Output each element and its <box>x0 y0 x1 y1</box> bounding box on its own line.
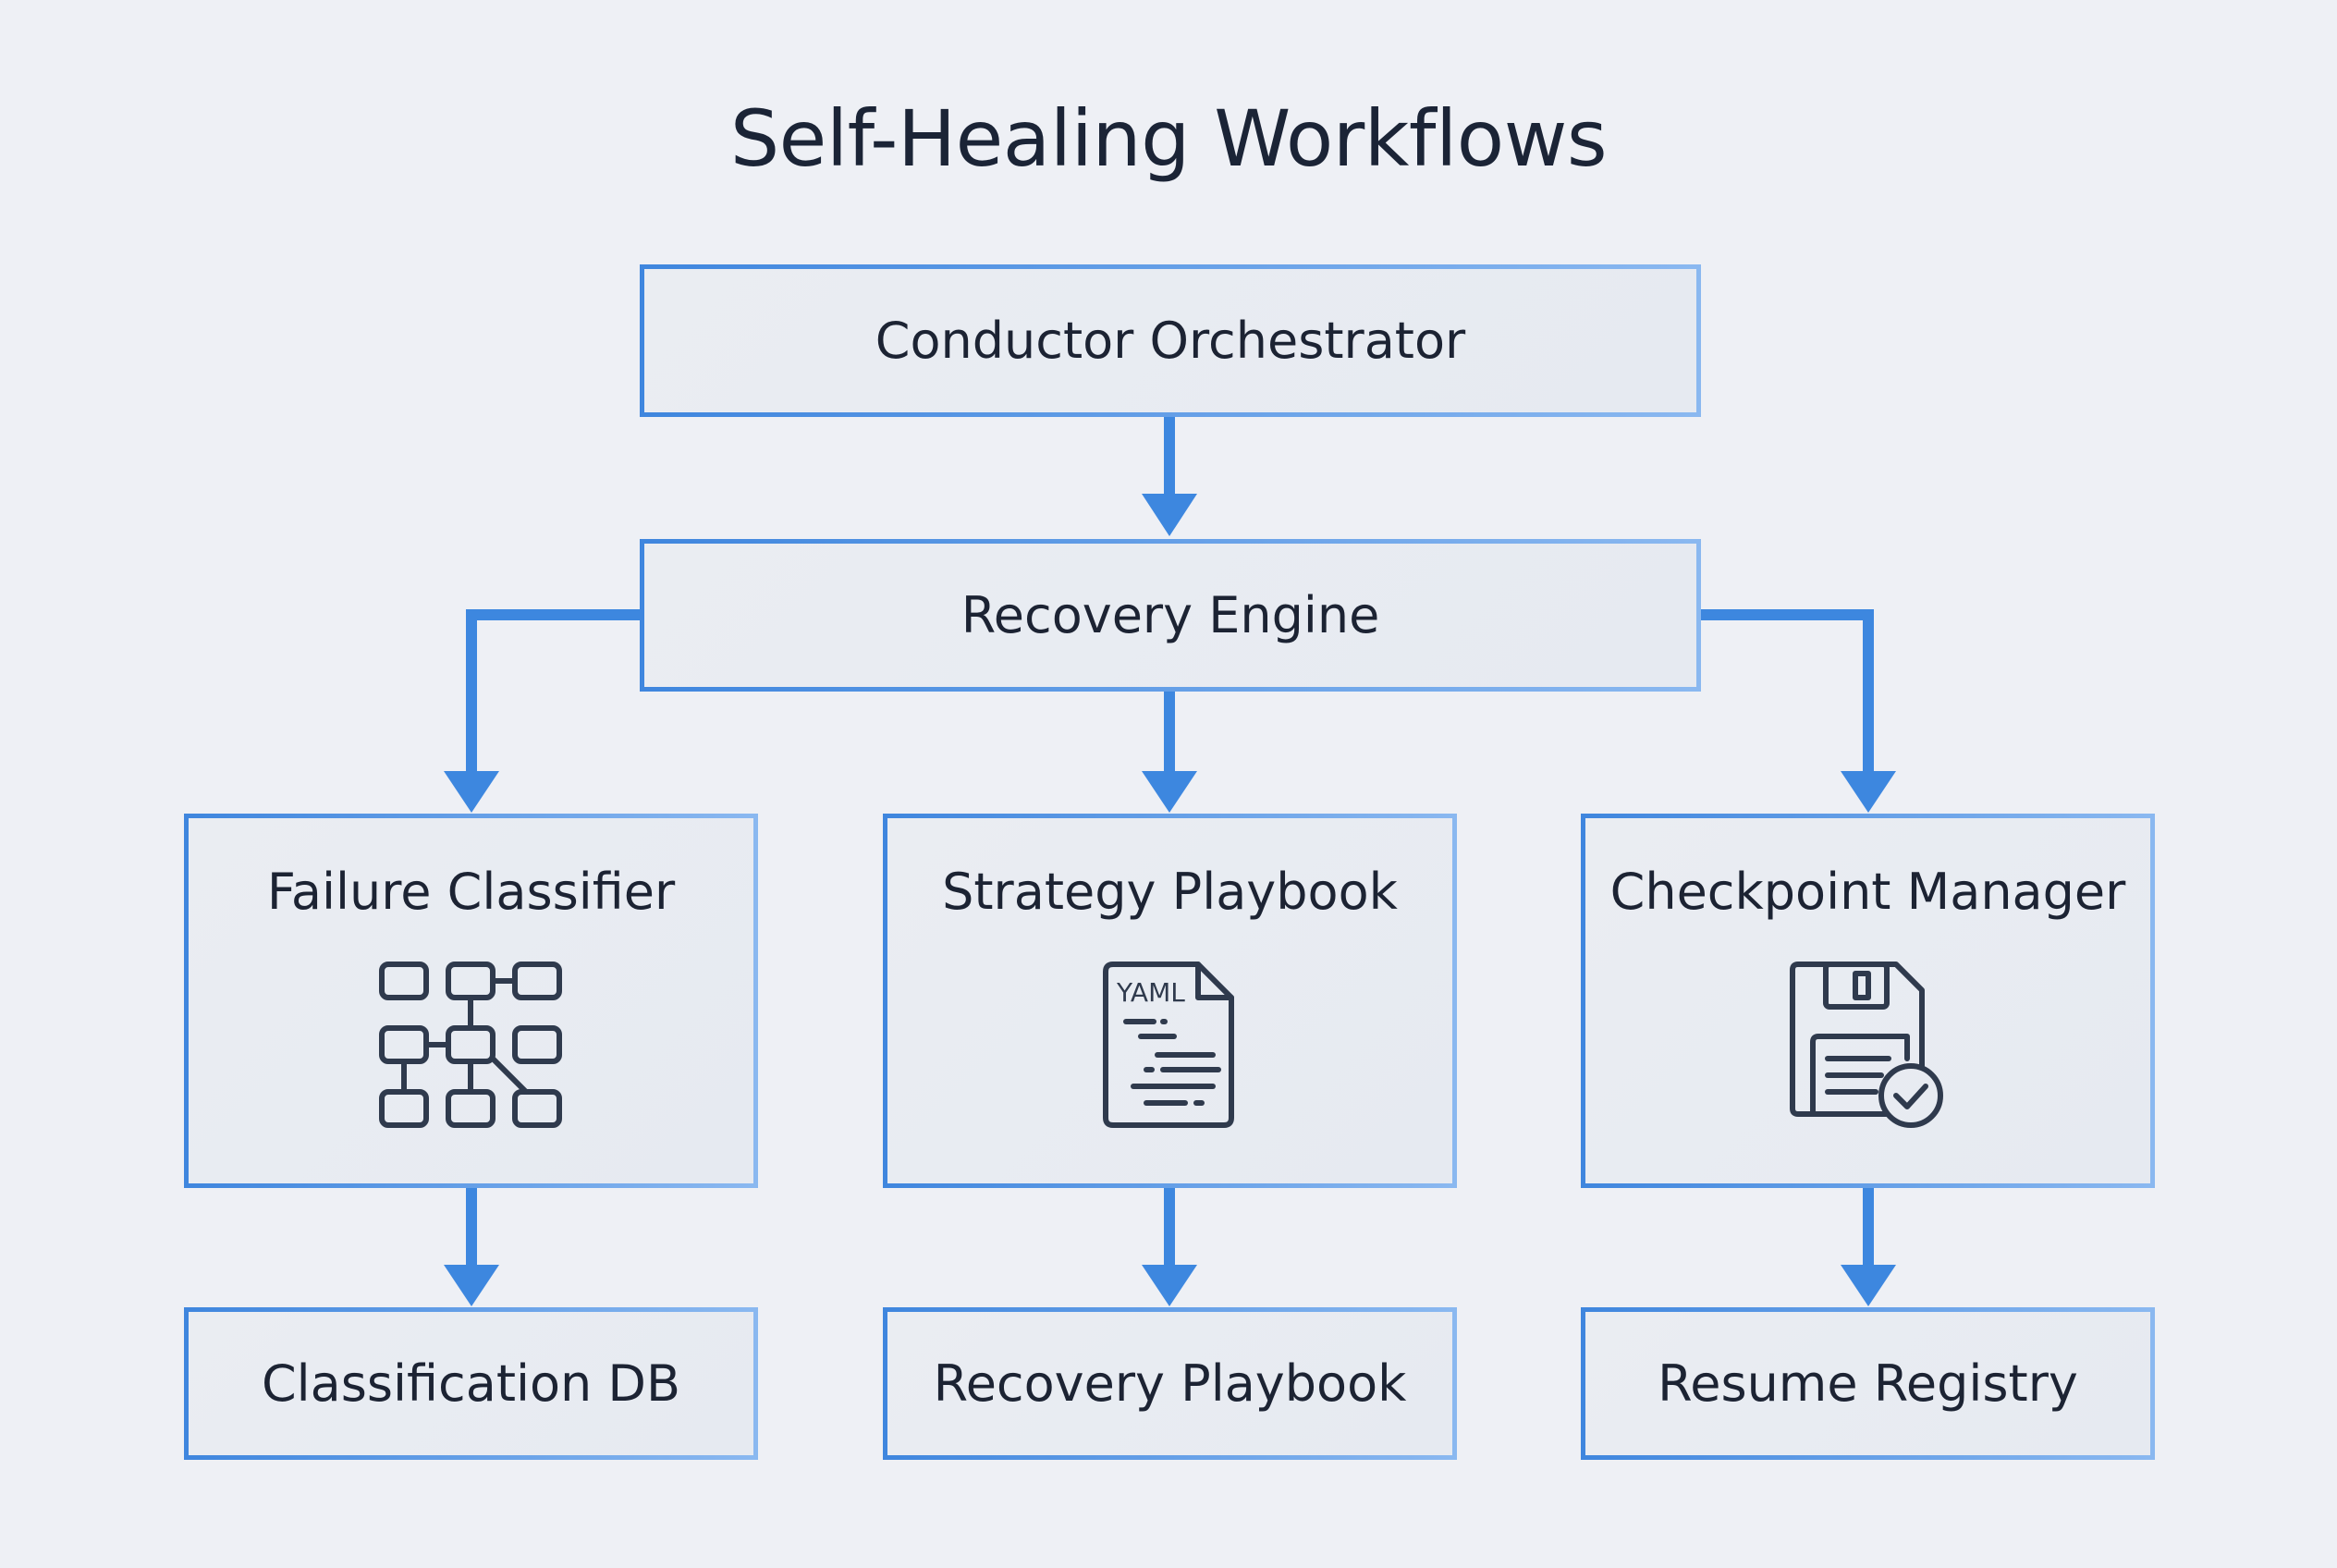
arrowhead-recovery <box>1142 494 1197 536</box>
save-checkpoint-icon <box>1789 962 1943 1128</box>
node-label: Strategy Playbook <box>942 863 1398 921</box>
node-resume-registry: Resume Registry <box>1581 1307 2155 1460</box>
arrowhead-strategy <box>1142 771 1197 813</box>
arrowhead-checkpoint <box>1841 771 1896 813</box>
edge-recovery-to-checkpoint <box>1699 609 1874 777</box>
node-conductor-orchestrator: Conductor Orchestrator <box>640 264 1701 417</box>
node-label: Recovery Engine <box>960 585 1380 644</box>
node-recovery-playbook: Recovery Playbook <box>883 1307 1457 1460</box>
node-label: Resume Registry <box>1658 1354 2078 1413</box>
node-label: Checkpoint Manager <box>1609 863 2126 921</box>
diagram-title: Self-Healing Workflows <box>729 93 1608 184</box>
arrowhead-classifier <box>444 771 499 813</box>
node-failure-classifier: Failure Classifier <box>184 814 758 1188</box>
node-label: Conductor Orchestrator <box>875 311 1466 370</box>
node-label: Failure Classifier <box>266 863 676 921</box>
network-grid-icon <box>378 962 562 1128</box>
node-label: Recovery Playbook <box>933 1354 1407 1413</box>
node-recovery-engine: Recovery Engine <box>640 539 1701 692</box>
node-strategy-playbook: Strategy Playbook YAML <box>883 814 1457 1188</box>
node-label: Classification DB <box>261 1354 681 1413</box>
yaml-document-icon: YAML <box>1102 962 1234 1128</box>
node-checkpoint-manager: Checkpoint Manager <box>1581 814 2155 1188</box>
yaml-icon-text: YAML <box>1116 977 1185 1008</box>
arrowhead-registry <box>1841 1265 1896 1306</box>
edge-recovery-to-classifier <box>466 609 641 777</box>
arrowhead-db <box>444 1265 499 1306</box>
arrowhead-recovery-playbook <box>1142 1265 1197 1306</box>
node-classification-db: Classification DB <box>184 1307 758 1460</box>
